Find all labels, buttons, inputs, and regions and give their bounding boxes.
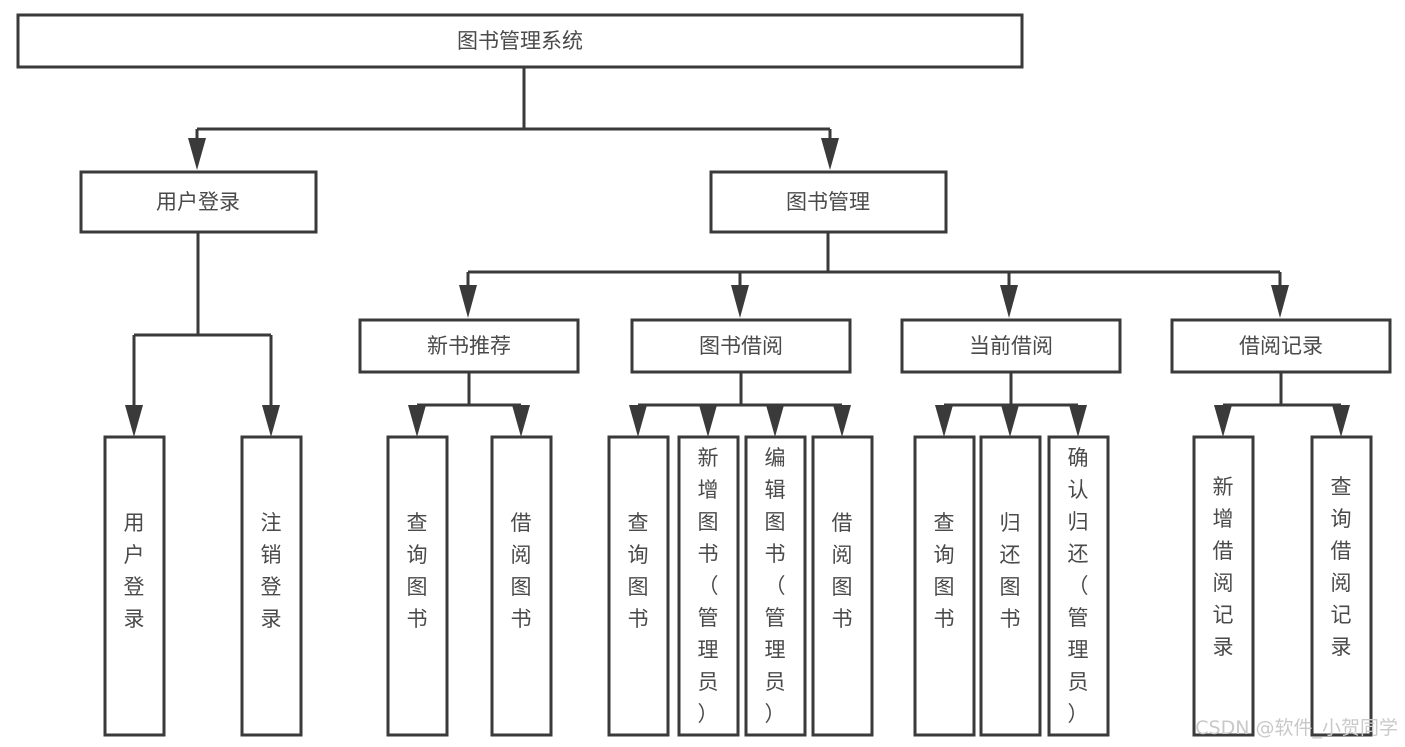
leaf-user-login[interactable]: 用户登录 bbox=[103, 435, 166, 737]
arrow-leaf-query-record bbox=[1332, 405, 1350, 437]
node-book-manage[interactable]: 图书管理 bbox=[709, 170, 948, 234]
leaf-confirm-return-label: 确认归还（管理员） bbox=[1068, 446, 1089, 726]
node-borrow-record-box[interactable] bbox=[1170, 318, 1392, 374]
leaf-add-record-label: 新增借阅记录 bbox=[1213, 475, 1234, 659]
arrow-to-current-borrow bbox=[1000, 285, 1018, 318]
leaf-return-book-label: 归还图书 bbox=[1000, 511, 1021, 631]
node-current-borrow-label: 当前借阅 bbox=[969, 334, 1053, 358]
node-book-manage-box[interactable] bbox=[709, 170, 948, 234]
leaf-user-logout-label: 注销登录 bbox=[261, 511, 282, 631]
leaf-edit-book[interactable]: 编辑图书（管理员） bbox=[744, 435, 807, 737]
arrow-to-book-manage bbox=[821, 138, 839, 170]
arrow-to-new-book-recommend bbox=[459, 285, 477, 318]
leaf-query-record-label: 查询借阅记录 bbox=[1331, 475, 1352, 659]
leaf-return-book-box[interactable] bbox=[979, 435, 1042, 737]
leaf-add-book[interactable]: 新增图书（管理员） bbox=[677, 435, 740, 737]
node-book-borrow[interactable]: 图书借阅 bbox=[630, 318, 852, 374]
arrow-leaf-user-login bbox=[125, 405, 143, 437]
leaf-query-book-3-box[interactable] bbox=[913, 435, 976, 737]
leaf-user-logout[interactable]: 注销登录 bbox=[240, 435, 303, 737]
node-book-manage-label: 图书管理 bbox=[786, 190, 870, 214]
arrow-to-user-login bbox=[188, 138, 206, 170]
node-root-box[interactable] bbox=[16, 13, 1024, 69]
csdn-watermark: CSDN @软件_小贺同学 bbox=[1195, 717, 1398, 739]
leaf-query-book-2-box[interactable] bbox=[607, 435, 670, 737]
leaf-add-record[interactable]: 新增借阅记录 bbox=[1192, 435, 1255, 737]
arrow-leaf-user-logout bbox=[262, 405, 280, 437]
leaf-borrow-book-1-label: 借阅图书 bbox=[511, 511, 532, 631]
arrow-leaf-borrow-book-1 bbox=[512, 405, 530, 437]
leaf-query-book-2[interactable]: 查询图书 bbox=[607, 435, 670, 737]
arrow-leaf-query-book-1 bbox=[408, 405, 426, 437]
leaf-query-record-box[interactable] bbox=[1310, 435, 1373, 737]
node-new-book-recommend-box[interactable] bbox=[358, 318, 580, 374]
leaf-borrow-book-1[interactable]: 借阅图书 bbox=[490, 435, 553, 737]
leaf-add-book-label: 新增图书（管理员） bbox=[698, 446, 719, 726]
arrow-to-borrow-record bbox=[1271, 285, 1289, 318]
node-root[interactable]: 图书管理系统 bbox=[16, 13, 1024, 69]
node-borrow-record-label: 借阅记录 bbox=[1239, 334, 1323, 358]
leaf-query-book-2-label: 查询图书 bbox=[628, 511, 649, 631]
arrow-to-book-borrow bbox=[731, 285, 749, 318]
leaf-query-book-3[interactable]: 查询图书 bbox=[913, 435, 976, 737]
leaf-add-record-box[interactable] bbox=[1192, 435, 1255, 737]
arrow-leaf-return-book bbox=[1001, 405, 1019, 437]
leaf-edit-book-label: 编辑图书（管理员） bbox=[765, 446, 786, 726]
node-borrow-record[interactable]: 借阅记录 bbox=[1170, 318, 1392, 374]
leaf-user-login-box[interactable] bbox=[103, 435, 166, 737]
arrow-leaf-add-book bbox=[699, 405, 717, 437]
arrow-leaf-borrow-book-2 bbox=[833, 405, 851, 437]
leaf-return-book[interactable]: 归还图书 bbox=[979, 435, 1042, 737]
arrow-leaf-query-book-3 bbox=[935, 405, 953, 437]
leaf-borrow-book-2[interactable]: 借阅图书 bbox=[811, 435, 874, 737]
node-book-borrow-label: 图书借阅 bbox=[699, 334, 783, 358]
leaf-confirm-return[interactable]: 确认归还（管理员） bbox=[1047, 435, 1110, 737]
node-user-login[interactable]: 用户登录 bbox=[79, 170, 318, 234]
leaf-add-book-box[interactable] bbox=[677, 435, 740, 737]
node-new-book-recommend-label: 新书推荐 bbox=[427, 334, 511, 358]
node-new-book-recommend[interactable]: 新书推荐 bbox=[358, 318, 580, 374]
leaf-borrow-book-2-label: 借阅图书 bbox=[832, 511, 853, 631]
arrow-leaf-confirm-return bbox=[1069, 405, 1087, 437]
leaf-borrow-book-2-box[interactable] bbox=[811, 435, 874, 737]
leaf-query-book-1-box[interactable] bbox=[386, 435, 449, 737]
node-root-label: 图书管理系统 bbox=[457, 29, 583, 53]
leaf-user-logout-box[interactable] bbox=[240, 435, 303, 737]
node-user-login-label: 用户登录 bbox=[156, 190, 240, 214]
arrow-leaf-query-book-2 bbox=[629, 405, 647, 437]
leaf-user-login-label: 用户登录 bbox=[124, 511, 145, 631]
leaf-query-book-3-label: 查询图书 bbox=[934, 511, 955, 631]
leaf-query-record[interactable]: 查询借阅记录 bbox=[1310, 435, 1373, 737]
leaf-query-book-1-label: 查询图书 bbox=[407, 511, 428, 631]
leaf-edit-book-box[interactable] bbox=[744, 435, 807, 737]
node-current-borrow-box[interactable] bbox=[900, 318, 1122, 374]
arrow-leaf-add-record bbox=[1214, 405, 1232, 437]
node-book-borrow-box[interactable] bbox=[630, 318, 852, 374]
leaf-confirm-return-box[interactable] bbox=[1047, 435, 1110, 737]
leaf-query-book-1[interactable]: 查询图书 bbox=[386, 435, 449, 737]
node-current-borrow[interactable]: 当前借阅 bbox=[900, 318, 1122, 374]
arrow-leaf-edit-book bbox=[766, 405, 784, 437]
leaf-borrow-book-1-box[interactable] bbox=[490, 435, 553, 737]
